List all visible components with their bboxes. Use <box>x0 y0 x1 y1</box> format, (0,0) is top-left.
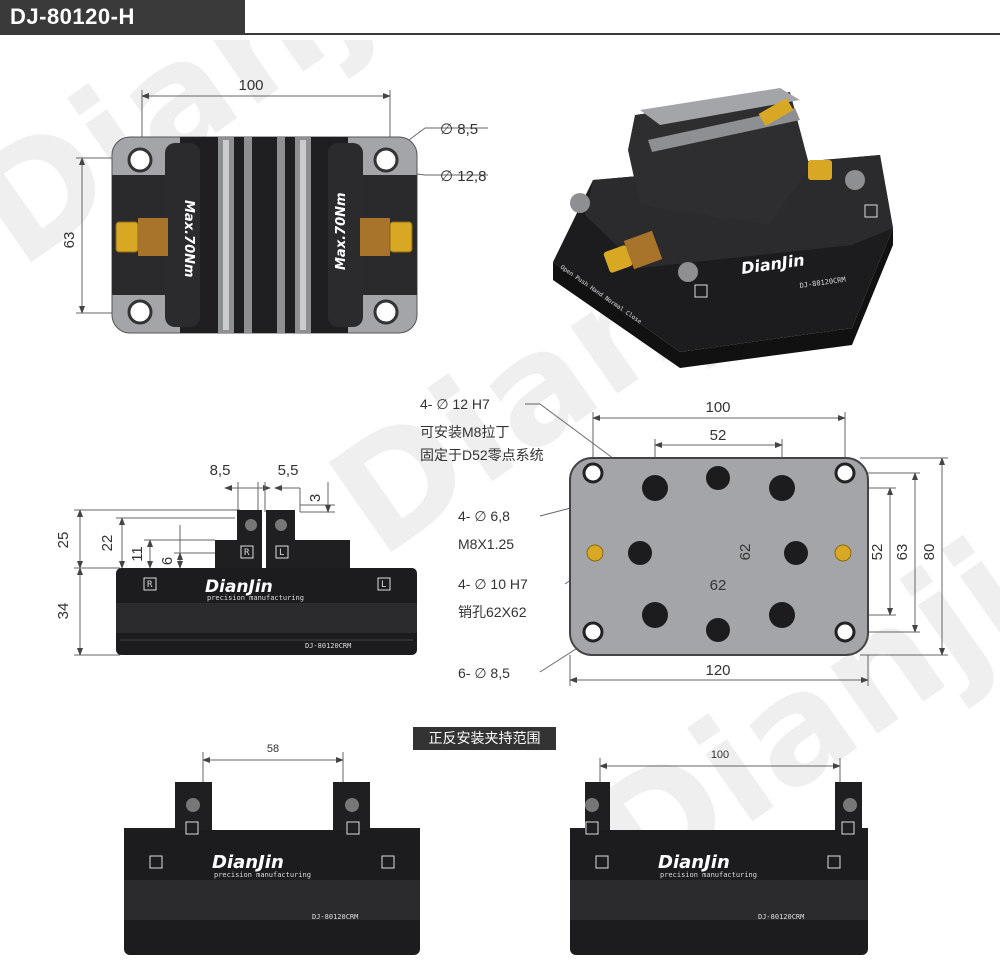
jaw-gap-dim: 8,5 <box>210 462 231 479</box>
dim-52-top: 52 <box>710 427 727 444</box>
counterbore-dim: ∅ 12,8 <box>440 168 486 185</box>
h25-dim: 25 <box>55 532 72 549</box>
side-model: DJ-80120CRM <box>305 642 351 650</box>
h34-dim: 34 <box>55 603 72 620</box>
note2-line2: M8X1.25 <box>458 536 514 552</box>
note1-line2: 可安装M8拉丁 <box>420 424 509 440</box>
jaw-top-dim: 3 <box>307 494 324 502</box>
top-view-vise <box>111 136 418 334</box>
jaw-mark-r: R <box>244 548 250 558</box>
wide-range-dim: 100 <box>711 749 729 761</box>
dim-52-right: 52 <box>869 544 886 561</box>
side-brand: DianJin <box>205 577 273 597</box>
clamping-range-label: 正反安装夹持范围 <box>413 727 556 750</box>
note3-line2: 销孔62X62 <box>458 604 527 620</box>
small-hole-dim: ∅ 8,5 <box>440 121 478 138</box>
dim-80-right: 80 <box>921 544 938 561</box>
dim-120: 120 <box>705 662 730 679</box>
model-title: DJ-80120-H <box>10 4 135 29</box>
jaw-step-dim: 5,5 <box>278 462 299 479</box>
dim-62-mid: 62 <box>737 544 754 561</box>
top-width-dim: 100 <box>238 77 263 94</box>
header-bar: DJ-80120-H <box>0 0 245 35</box>
narrow-brand: DianJin <box>212 852 284 873</box>
top-height-dim: 63 <box>61 232 78 249</box>
clamp-range-dimensions <box>202 752 841 800</box>
side-view-dimensions <box>74 482 335 656</box>
note4: 6- ∅ 8,5 <box>458 665 510 681</box>
wide-brand: DianJin <box>658 852 730 873</box>
narrow-tagline: precision manufacturing <box>214 871 311 879</box>
narrow-range-dim: 58 <box>267 743 279 755</box>
header-rule <box>245 33 1000 35</box>
h6-dim: 6 <box>159 557 176 565</box>
brass-screw-icon <box>115 218 413 256</box>
narrow-model: DJ-80120CRM <box>312 913 358 921</box>
wide-tagline: precision manufacturing <box>660 871 757 879</box>
note3-line1: 4- ∅ 10 H7 <box>458 576 528 592</box>
clamp-wide-vise <box>570 782 868 955</box>
wide-model: DJ-80120CRM <box>758 913 804 921</box>
isometric-view <box>553 88 893 368</box>
torque-label-left: Max.70Nm <box>181 200 196 278</box>
bottom-view-plate <box>569 457 869 656</box>
dim-62-left: 62 <box>710 577 727 594</box>
h22-dim: 22 <box>99 535 116 552</box>
side-mark-l: L <box>381 580 386 590</box>
h11-dim: 11 <box>129 546 146 562</box>
note1-line3: 固定于D52零点系统 <box>420 447 544 463</box>
torque-label-right: Max.70Nm <box>334 192 349 270</box>
side-tagline: precision manufacturing <box>207 594 304 602</box>
side-mark-r: R <box>147 580 153 590</box>
note2-line1: 4- ∅ 6,8 <box>458 508 510 524</box>
note1-line1: 4- ∅ 12 H7 <box>420 396 490 412</box>
side-view-vise <box>116 510 417 655</box>
clamp-narrow-vise <box>124 782 420 955</box>
jaw-mark-l: L <box>279 548 284 558</box>
dim-63-right: 63 <box>894 544 911 561</box>
dim-100: 100 <box>705 399 730 416</box>
